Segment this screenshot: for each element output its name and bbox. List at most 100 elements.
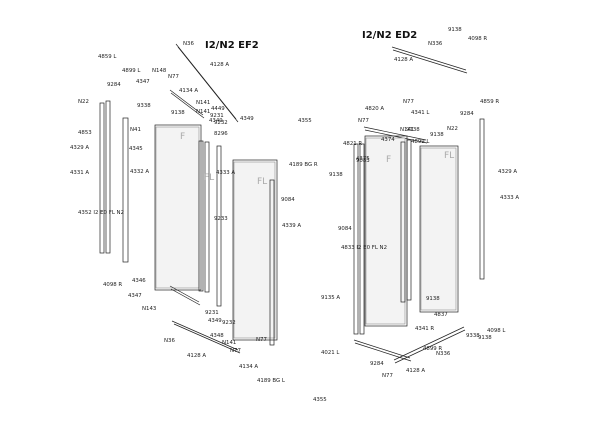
- left-label-5: N77: [168, 74, 179, 80]
- left-label-50: FL: [204, 173, 214, 183]
- right-label-11: 9138: [406, 127, 420, 133]
- left-label-34: 4346: [132, 278, 146, 284]
- right-bottom-profile: [353, 339, 411, 359]
- left-jamb-profile: [122, 117, 129, 263]
- left-label-41: 4348: [210, 333, 224, 339]
- left-label-49: F: [180, 132, 185, 142]
- left-label-25: 4332 A: [130, 169, 149, 175]
- right-label-19: 9138: [430, 132, 444, 138]
- parts-geometry: [99, 43, 485, 364]
- right-label-33: 9138: [478, 335, 492, 341]
- right-label-32: 9338: [466, 333, 480, 339]
- right-label-29: 4899 R: [423, 346, 442, 352]
- right-label-15: N22: [447, 126, 458, 132]
- right-label-26: 4837: [434, 312, 448, 318]
- left-label-26: 4333 A: [216, 170, 235, 176]
- right-label-16: 9083: [356, 158, 370, 164]
- left-glass-panel-fixed: [154, 124, 202, 291]
- left-label-37: 4349: [208, 318, 222, 324]
- left-label-29: 9084: [281, 197, 295, 203]
- right-label-17: 4375: [356, 156, 370, 162]
- right-label-27: 4341 R: [415, 326, 434, 332]
- right-label-14: 4374: [381, 137, 395, 143]
- right-label-13: 4821 R: [343, 141, 362, 147]
- left-label-16: 4853: [78, 130, 92, 136]
- right-label-28: 4021 L: [321, 350, 339, 356]
- left-label-40: N36: [164, 338, 175, 344]
- left-label-23: 4349: [240, 116, 254, 122]
- right-label-4: 4820 A: [365, 106, 384, 112]
- left-assembly-title: I2/N2 EF2: [205, 40, 259, 51]
- left-label-3: 4899 L: [122, 68, 140, 74]
- right-label-37: F: [386, 155, 391, 165]
- left-jamb-b: [204, 141, 210, 293]
- left-label-45: N77: [256, 337, 267, 343]
- right-label-10: N141: [400, 127, 414, 133]
- left-label-8: 4134 A: [179, 88, 198, 94]
- left-label-10: N22: [78, 99, 89, 105]
- right-label-12: 4899 L: [411, 139, 429, 145]
- left-label-46: 4134 A: [239, 364, 258, 370]
- right-label-2: 4098 R: [468, 36, 487, 42]
- right-label-8: 4859 R: [480, 99, 499, 105]
- left-label-2: 4859 L: [98, 54, 116, 60]
- left-label-32: 4339 A: [282, 223, 301, 229]
- left-label-35: 4347: [128, 293, 142, 299]
- left-label-42: N141: [222, 340, 236, 346]
- left-label-1: 4128 A: [210, 62, 229, 68]
- right-label-35: 4128 A: [406, 368, 425, 374]
- left-label-33: 4098 R: [103, 282, 122, 288]
- right-label-31: 9284: [370, 361, 384, 367]
- left-glass-panel-door: [232, 159, 278, 341]
- left-label-30: 4352 I2 E0 FL N2: [78, 210, 124, 216]
- left-label-44: N77: [230, 348, 241, 354]
- right-label-5: N77: [403, 99, 414, 105]
- left-bottom-rail: [171, 320, 239, 351]
- left-label-24: 4331 A: [70, 170, 89, 176]
- right-label-1: N336: [428, 41, 443, 47]
- right-label-23: 4833 I2 E0 FL N2: [341, 245, 387, 251]
- left-label-19: 9232: [214, 120, 228, 126]
- left-label-27: 4355: [298, 118, 312, 124]
- right-jamb-c: [400, 141, 406, 303]
- right-label-38: FL: [444, 151, 454, 161]
- left-jamb-a: [198, 140, 204, 292]
- left-bottom-profile: [169, 285, 200, 303]
- right-label-36: 4098 L: [487, 328, 505, 334]
- right-jamb-a: [353, 143, 359, 335]
- left-label-22: 8296: [214, 131, 228, 137]
- right-label-21: 9084: [338, 226, 352, 232]
- left-jamb-c: [216, 145, 222, 307]
- right-assembly-title: I2/N2 ED2: [362, 30, 418, 41]
- right-label-18: 9138: [329, 172, 343, 178]
- left-label-7: 4347: [136, 79, 150, 85]
- right-bottom-rail: [393, 326, 465, 361]
- left-label-38: 9232: [222, 320, 236, 326]
- left-label-11: 9338: [137, 103, 151, 109]
- left-label-39: 9231: [205, 310, 219, 316]
- left-label-13: N141: [196, 109, 210, 115]
- right-label-30: N77: [382, 373, 393, 379]
- left-wall-profile-a: [99, 102, 105, 254]
- right-jamb-d: [406, 139, 412, 301]
- right-label-22: 4333 A: [500, 195, 519, 201]
- right-label-20: 4329 A: [498, 169, 517, 175]
- left-label-14: 4449: [211, 106, 225, 112]
- left-label-48: 4355: [313, 397, 327, 403]
- left-wall-profile-b: [105, 100, 111, 254]
- left-label-51: FL: [257, 177, 267, 187]
- left-label-31: 9233: [214, 216, 228, 222]
- left-label-18: 9138: [171, 110, 185, 116]
- left-label-15: 9231: [210, 113, 224, 119]
- right-wall-profile: [479, 118, 485, 280]
- left-door-edge: [269, 179, 275, 346]
- right-label-34: N336: [436, 351, 451, 357]
- left-label-12: N141: [196, 100, 210, 106]
- right-label-25: 9135 A: [321, 295, 340, 301]
- left-label-4: N148: [152, 68, 167, 74]
- left-label-9: 4349: [209, 118, 223, 124]
